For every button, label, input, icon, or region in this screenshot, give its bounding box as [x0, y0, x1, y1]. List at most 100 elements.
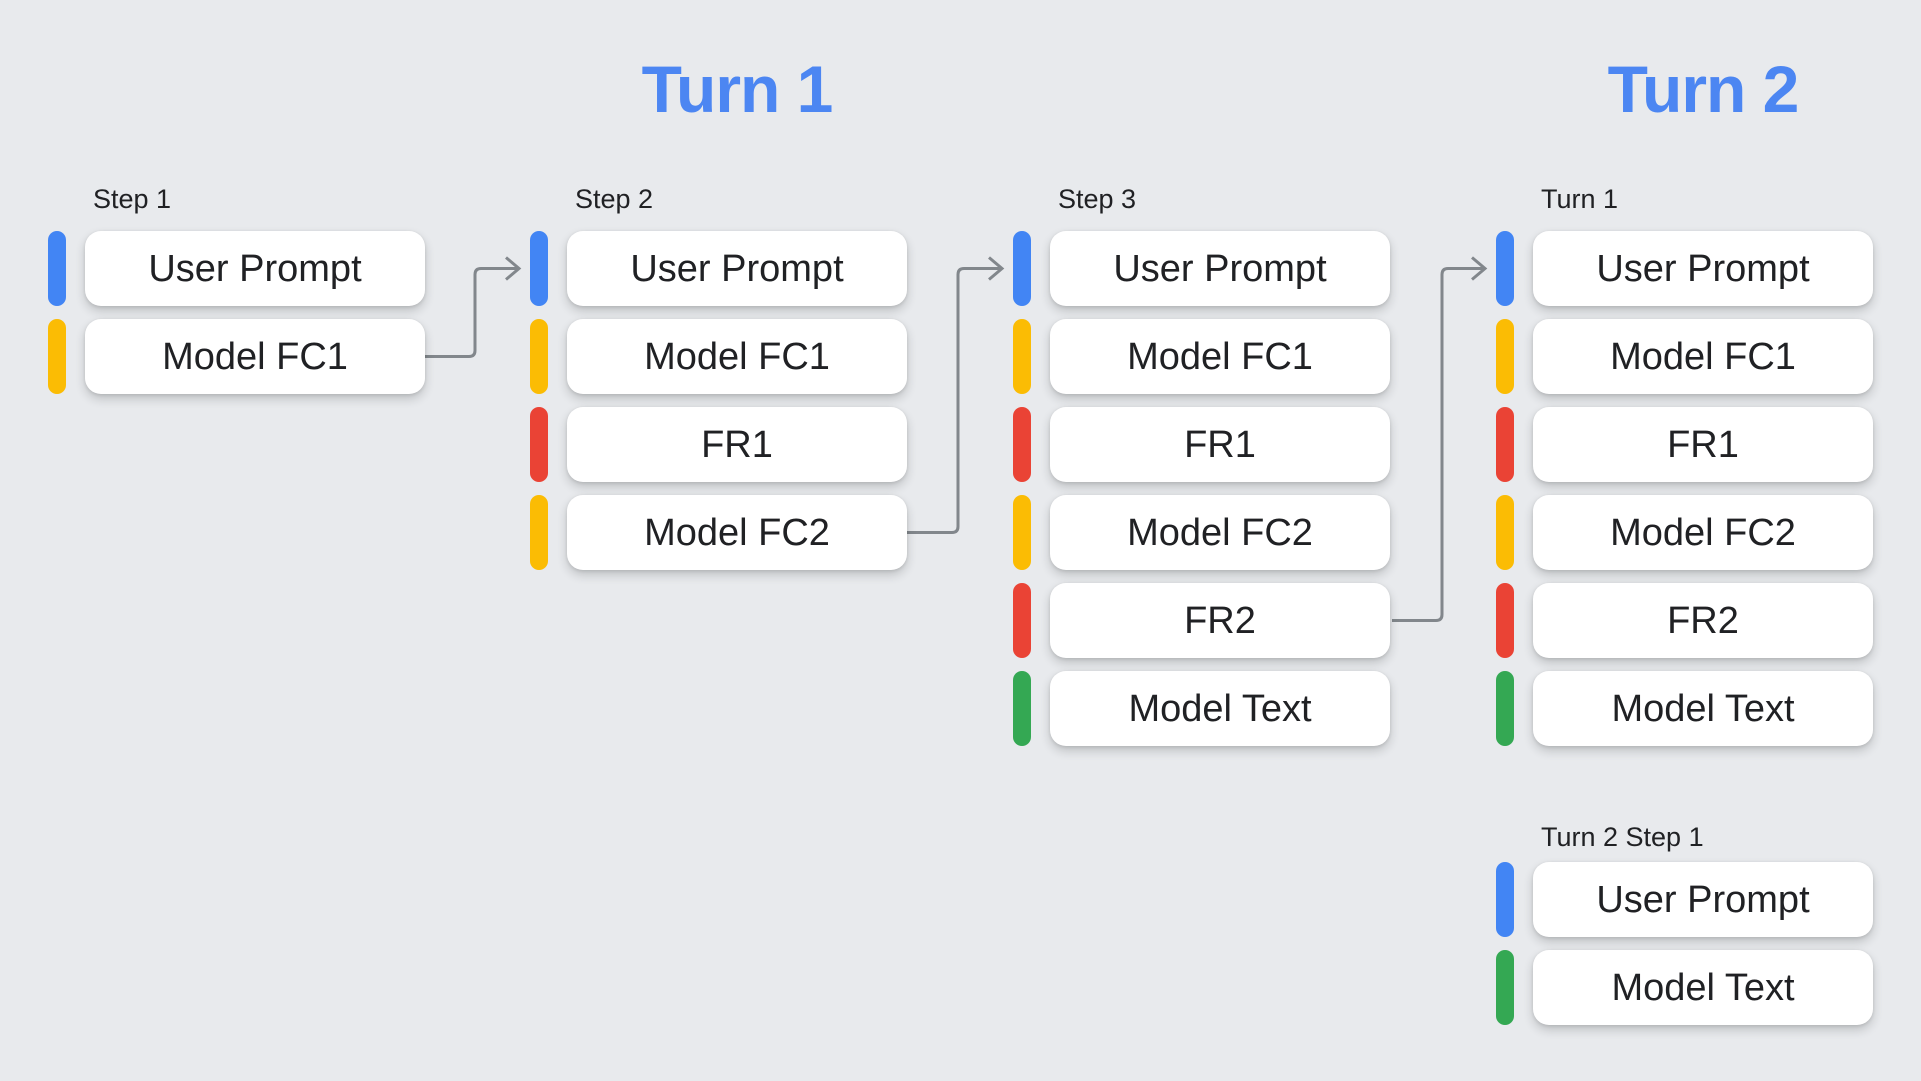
red-role-bar: [1496, 407, 1514, 482]
content-box-label: User Prompt: [630, 247, 844, 290]
blue-role-bar: [530, 231, 548, 306]
arrowhead-icon: [1471, 256, 1488, 281]
content-box: User Prompt: [1533, 231, 1873, 306]
green-role-bar: [1496, 950, 1514, 1025]
conversation-item: FR1: [530, 407, 907, 482]
conversation-item: Model Text: [1496, 950, 1873, 1025]
column-label: Turn 2 Step 1: [1541, 822, 1704, 852]
arrowhead-icon: [505, 256, 522, 281]
content-box-label: Model FC1: [644, 335, 830, 378]
content-box: FR2: [1050, 583, 1390, 658]
content-box-label: Model Text: [1611, 966, 1795, 1009]
column-items: User Prompt Model Text: [1496, 862, 1873, 1025]
arrow-step2-to-step3: [907, 256, 1005, 534]
content-box: Model FC1: [1533, 319, 1873, 394]
content-box: Model FC1: [85, 319, 425, 394]
yellow-role-bar: [1496, 319, 1514, 394]
content-box-label: Model Text: [1611, 687, 1795, 730]
arrowhead-icon: [988, 256, 1005, 281]
blue-role-bar: [1496, 862, 1514, 937]
yellow-role-bar: [48, 319, 66, 394]
content-box-label: Model FC2: [644, 511, 830, 554]
content-box: Model Text: [1533, 671, 1873, 746]
conversation-item: FR1: [1013, 407, 1390, 482]
conversation-item: Model Text: [1496, 671, 1873, 746]
content-box-label: User Prompt: [1596, 878, 1810, 921]
conversation-item: Model FC2: [1013, 495, 1390, 570]
conversation-item: User Prompt: [1496, 862, 1873, 937]
blue-role-bar: [1013, 231, 1031, 306]
red-role-bar: [1013, 407, 1031, 482]
content-box-label: Model FC2: [1127, 511, 1313, 554]
content-box-label: Model FC1: [162, 335, 348, 378]
content-box-label: FR2: [1184, 599, 1256, 642]
content-box: Model Text: [1533, 950, 1873, 1025]
conversation-item: Model FC1: [1496, 319, 1873, 394]
conversation-item: Model FC1: [48, 319, 425, 394]
content-box: User Prompt: [85, 231, 425, 306]
content-box-label: User Prompt: [1596, 247, 1810, 290]
column-label: Step 3: [1058, 184, 1137, 214]
green-role-bar: [1496, 671, 1514, 746]
yellow-role-bar: [1013, 319, 1031, 394]
red-role-bar: [1013, 583, 1031, 658]
content-box-label: Model FC1: [1127, 335, 1313, 378]
turn-1-title: Turn 1: [641, 52, 834, 126]
content-box: User Prompt: [567, 231, 907, 306]
conversation-item: User Prompt: [48, 231, 425, 306]
content-box-label: Model Text: [1128, 687, 1312, 730]
content-box-label: Model FC1: [1610, 335, 1796, 378]
column-items: User Prompt Model FC1 FR1 Model FC2: [530, 231, 907, 570]
conversation-item: FR2: [1013, 583, 1390, 658]
green-role-bar: [1013, 671, 1031, 746]
conversation-item: Model Text: [1013, 671, 1390, 746]
column-turn-2-step-1: Turn 2 Step 1 User Prompt Model Text: [1496, 822, 1873, 1038]
conversation-item: Model FC2: [530, 495, 907, 570]
conversation-item: FR2: [1496, 583, 1873, 658]
blue-role-bar: [48, 231, 66, 306]
column-label: Turn 1: [1541, 184, 1619, 214]
column-step-1: Step 1 User Prompt Model FC1: [48, 184, 425, 407]
conversation-item: Model FC1: [1013, 319, 1390, 394]
content-box: User Prompt: [1050, 231, 1390, 306]
content-box: FR1: [567, 407, 907, 482]
content-box: Model Text: [1050, 671, 1390, 746]
arrow-step1-to-step2: [425, 256, 522, 358]
conversation-item: User Prompt: [1496, 231, 1873, 306]
content-box: Model FC1: [1050, 319, 1390, 394]
column-items: User Prompt Model FC1 FR1 Model FC2 FR2 …: [1496, 231, 1873, 746]
yellow-role-bar: [530, 495, 548, 570]
content-box: Model FC2: [1050, 495, 1390, 570]
content-box: Model FC1: [567, 319, 907, 394]
turn-2-title: Turn 2: [1607, 52, 1800, 126]
red-role-bar: [1496, 583, 1514, 658]
column-label: Step 1: [93, 184, 172, 214]
column-step-2: Step 2 User Prompt Model FC1 FR1 Model F…: [530, 184, 907, 583]
column-step-3: Step 3 User Prompt Model FC1 FR1 Model F…: [1013, 184, 1390, 759]
content-box-label: FR1: [1184, 423, 1256, 466]
content-box-label: FR2: [1667, 599, 1739, 642]
conversation-item: Model FC2: [1496, 495, 1873, 570]
conversation-item: FR1: [1496, 407, 1873, 482]
yellow-role-bar: [530, 319, 548, 394]
yellow-role-bar: [1013, 495, 1031, 570]
content-box: FR2: [1533, 583, 1873, 658]
content-box: Model FC2: [567, 495, 907, 570]
column-turn-1: Turn 1 User Prompt Model FC1 FR1 Model F…: [1496, 184, 1873, 759]
content-box: User Prompt: [1533, 862, 1873, 937]
conversation-item: Model FC1: [530, 319, 907, 394]
conversation-item: User Prompt: [530, 231, 907, 306]
content-box-label: User Prompt: [1113, 247, 1327, 290]
content-box: Model FC2: [1533, 495, 1873, 570]
blue-role-bar: [1496, 231, 1514, 306]
red-role-bar: [530, 407, 548, 482]
column-items: User Prompt Model FC1: [48, 231, 425, 394]
content-box: FR1: [1533, 407, 1873, 482]
content-box-label: FR1: [701, 423, 773, 466]
content-box-label: Model FC2: [1610, 511, 1796, 554]
arrow-step3-to-turn2: [1392, 256, 1488, 622]
conversation-item: User Prompt: [1013, 231, 1390, 306]
yellow-role-bar: [1496, 495, 1514, 570]
